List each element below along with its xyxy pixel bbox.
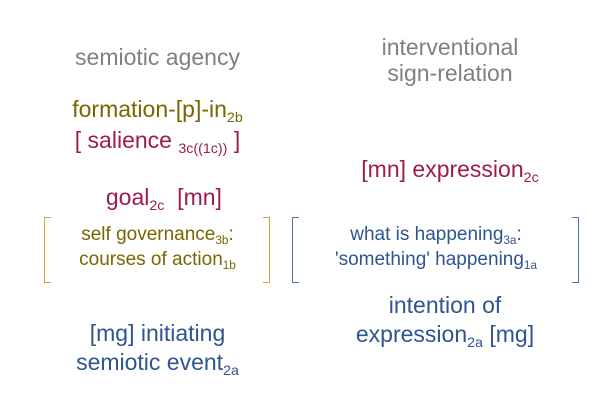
self-governance-colon: : — [228, 224, 234, 245]
intention-expression-text: expression — [355, 320, 468, 347]
formation-sub: 2b — [226, 109, 243, 126]
self-governance-label: self governance3b: courses of action1b — [50, 223, 265, 272]
salience-open: [ salience — [74, 127, 179, 153]
expression-label: [mn] expression2c — [320, 156, 580, 186]
something-happening-sub: 1a — [523, 258, 538, 272]
intention-line2: expression2a [mg] — [300, 320, 590, 351]
interventional-sign-relation-heading: interventional sign-relation — [320, 34, 580, 87]
self-governance-right-bracket — [263, 217, 270, 283]
formation-text: formation-[p]-in — [72, 96, 227, 122]
happening-label: what is happening3a: 'something' happeni… — [298, 223, 574, 272]
initiating-line2: semiotic event2a — [30, 348, 285, 379]
goal-label: goal2c [mn] — [30, 156, 285, 214]
heading-right-line1: interventional — [381, 34, 519, 60]
courses-of-action-text: courses of action — [79, 248, 223, 270]
happening-left-bracket — [292, 217, 299, 283]
what-is-happening-sub: 3a — [503, 234, 517, 248]
self-governance-left-bracket — [44, 217, 51, 283]
intention-label: intention of expression2a [mg] — [300, 291, 590, 351]
salience-sub: 3c((1c)) — [178, 140, 228, 157]
initiating-line1: [mg] initiating — [89, 320, 226, 346]
goal-tail: [mn] — [164, 183, 222, 210]
what-is-happening-line: what is happening3a: — [298, 223, 574, 248]
courses-of-action-line: courses of action1b — [50, 248, 265, 273]
salience-close: ] — [227, 127, 241, 153]
something-happening-line: 'something' happening1a — [298, 248, 574, 273]
initiating-label: [mg] initiating semiotic event2a — [30, 319, 285, 379]
intention-line1: intention of — [388, 292, 502, 318]
self-governance-line1: self governance3b: — [50, 223, 265, 248]
expression-text: [mn] expression — [361, 156, 524, 182]
something-happening-text: 'something' happening — [334, 248, 524, 270]
goal-sub: 2c — [149, 197, 165, 214]
what-is-happening-text: what is happening — [350, 224, 504, 245]
courses-of-action-sub: 1b — [222, 258, 236, 272]
semiotic-agency-heading: semiotic agency — [30, 44, 285, 72]
semiotic-event-text: semiotic event — [76, 348, 224, 375]
intention-expression-sub: 2a — [467, 334, 483, 351]
self-governance-text: self governance — [81, 224, 216, 245]
happening-right-bracket — [572, 217, 579, 283]
goal-text: goal — [105, 183, 150, 210]
heading-right-line2: sign-relation — [387, 60, 513, 87]
what-is-happening-colon: : — [516, 224, 522, 245]
intention-tail: [mg] — [482, 320, 535, 347]
self-governance-sub: 3b — [215, 234, 229, 248]
salience-label: [ salience 3c((1c)) ] — [30, 127, 285, 157]
formation-label: formation-[p]-in2b — [30, 96, 285, 126]
expression-sub: 2c — [523, 169, 539, 186]
heading-left-text: semiotic agency — [75, 44, 240, 70]
semiotic-event-sub: 2a — [223, 362, 239, 379]
